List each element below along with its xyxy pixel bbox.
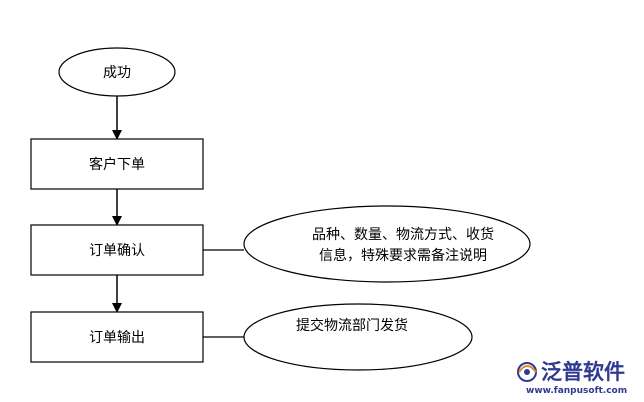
note-confirm-line1: 品种、数量、物流方式、收货 [312, 226, 494, 243]
start-node: 成功 [58, 47, 176, 97]
step-order-output: 订单输出 [30, 311, 204, 363]
fanpu-logo-icon [517, 362, 537, 382]
watermark-brand: 泛普软件 [541, 360, 625, 384]
note-output-label: 提交物流部门发货 [296, 317, 408, 334]
start-label: 成功 [103, 65, 131, 81]
note-output: 提交物流部门发货 [243, 303, 473, 371]
note-confirm: 品种、数量、物流方式、收货 信息，特殊要求需备注说明 [243, 205, 531, 283]
watermark-url: www.fanpusoft.com [526, 386, 627, 396]
step-order-output-label: 订单输出 [89, 330, 145, 346]
step-customer-order: 客户下单 [30, 138, 204, 190]
step-order-confirm: 订单确认 [30, 224, 204, 276]
note-confirm-line2: 信息，特殊要求需备注说明 [319, 247, 487, 264]
step-customer-order-box [30, 138, 204, 190]
step-order-output-box [30, 311, 204, 363]
note-confirm-ellipse [243, 205, 531, 283]
step-customer-order-label: 客户下单 [89, 156, 145, 173]
step-order-confirm-label: 订单确认 [89, 243, 145, 259]
note-output-ellipse [243, 303, 473, 371]
watermark-logo: 泛普软件 www.fanpusoft.com [517, 360, 627, 396]
